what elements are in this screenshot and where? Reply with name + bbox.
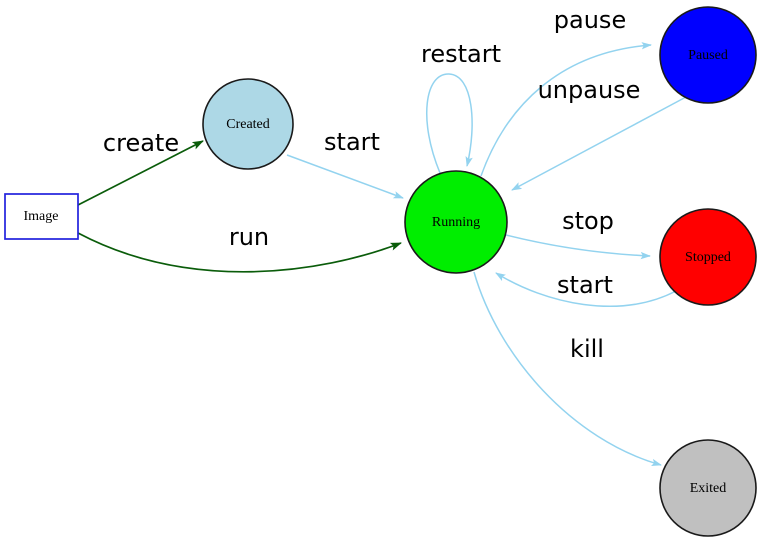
edge-create: create <box>77 129 204 206</box>
edge-stop: stop <box>505 207 651 260</box>
edge-unpause-path <box>511 96 687 191</box>
node-exited-label: Exited <box>690 481 727 496</box>
edge-label-start-created: start <box>324 128 380 156</box>
edge-label-kill: kill <box>570 335 604 363</box>
node-image-rect[interactable] <box>4 193 79 240</box>
edge-run: run <box>77 223 402 273</box>
node-created[interactable]: Created <box>202 78 294 170</box>
edge-kill: kill <box>473 271 662 467</box>
node-exited-circle[interactable] <box>659 439 757 537</box>
edge-kill-path <box>473 271 662 467</box>
node-running-circle[interactable] <box>404 170 508 274</box>
edge-unpause: unpause <box>511 76 687 191</box>
node-paused[interactable]: Paused <box>659 6 757 104</box>
edge-restart: restart <box>421 40 501 174</box>
node-stopped-label: Stopped <box>685 250 731 265</box>
edge-restart-path <box>425 73 473 174</box>
node-created-label: Created <box>226 117 270 132</box>
edge-start-created-path <box>286 154 404 199</box>
edge-run-path <box>77 232 402 273</box>
node-exited[interactable]: Exited <box>659 439 757 537</box>
edge-pause: pause <box>480 6 652 177</box>
edge-start-stopped-path <box>495 272 677 307</box>
edge-start-created: start <box>286 128 404 199</box>
edge-label-unpause: unpause <box>538 76 641 104</box>
node-stopped-circle[interactable] <box>659 208 757 306</box>
edge-label-pause: pause <box>554 6 626 34</box>
edge-label-run: run <box>229 223 269 251</box>
edge-label-create: create <box>103 129 179 157</box>
node-paused-label: Paused <box>688 48 728 63</box>
edge-create-path <box>77 140 204 206</box>
node-created-circle[interactable] <box>202 78 294 170</box>
node-stopped[interactable]: Stopped <box>659 208 757 306</box>
node-image[interactable]: Image <box>4 193 79 240</box>
node-running[interactable]: Running <box>404 170 508 274</box>
edge-stop-path <box>505 234 651 260</box>
edge-start-stopped: start <box>495 271 677 307</box>
node-running-label: Running <box>432 215 480 230</box>
node-image-label: Image <box>24 209 59 224</box>
node-paused-circle[interactable] <box>659 6 757 104</box>
edge-label-stop: stop <box>562 207 614 235</box>
edge-pause-path <box>480 42 652 177</box>
edge-label-start-stopped: start <box>557 271 613 299</box>
edge-label-restart: restart <box>421 40 501 68</box>
